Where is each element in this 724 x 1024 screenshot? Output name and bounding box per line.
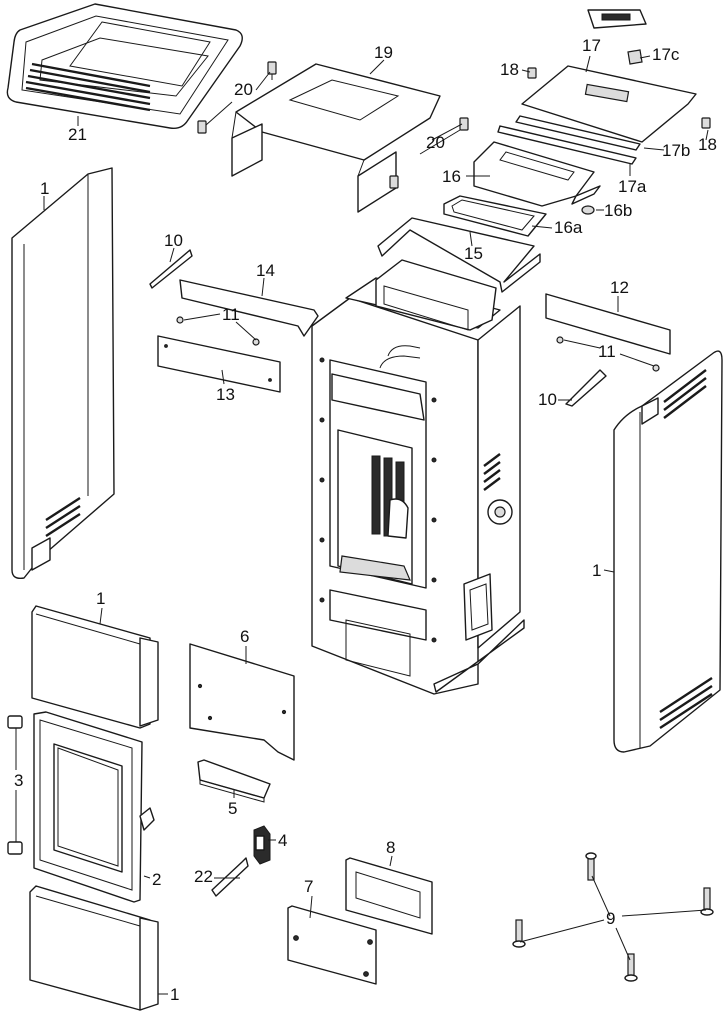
part-22-probe xyxy=(211,857,249,897)
right-panel-vents-bottom xyxy=(659,676,713,730)
callout-11-right: 11 xyxy=(598,342,616,361)
leader-lines xyxy=(43,55,709,995)
callout-17a: 17a xyxy=(618,177,647,196)
callout-17c: 17c xyxy=(652,45,680,64)
top-cover-grille xyxy=(25,62,151,112)
part-16a-gasket xyxy=(443,195,547,237)
part-17c-control-display xyxy=(587,9,647,65)
part-10-right-bracket xyxy=(565,369,607,407)
callout-3: 3 xyxy=(14,771,23,790)
callout-16: 16 xyxy=(442,167,461,186)
callout-20-right: 20 xyxy=(426,133,445,152)
part-10-left-bracket xyxy=(149,249,193,289)
callout-9: 9 xyxy=(606,909,615,928)
part-3-hinges xyxy=(7,715,23,855)
callout-1-front-top: 1 xyxy=(96,589,105,608)
callout-20-left: 20 xyxy=(234,80,253,99)
part-11-left-pins xyxy=(176,316,260,346)
callout-12: 12 xyxy=(610,278,629,297)
callout-1-left-panel: 1 xyxy=(40,179,49,198)
callout-4: 4 xyxy=(278,831,287,850)
part-15-top-bracket xyxy=(377,217,541,293)
callout-17b: 17b xyxy=(662,141,690,160)
part-1-right-side-panel xyxy=(613,350,723,753)
part-21-top-cover xyxy=(6,3,243,130)
callout-22: 22 xyxy=(194,867,213,886)
callout-6: 6 xyxy=(240,627,249,646)
part-1-left-side-panel xyxy=(11,167,115,580)
callout-13: 13 xyxy=(216,385,235,404)
part-11-right-pins xyxy=(556,336,660,372)
callout-labels: 21 20 19 18 17 17c 20 18 17b 16 17a 16b … xyxy=(14,36,717,1004)
part-6-panel xyxy=(189,643,295,761)
callout-7: 7 xyxy=(304,877,313,896)
part-19-top-frame xyxy=(231,63,441,213)
callout-10-left: 10 xyxy=(164,231,183,250)
callout-19: 19 xyxy=(374,43,393,62)
part-1-front-bottom-panel xyxy=(29,885,159,1011)
callout-21: 21 xyxy=(68,125,87,144)
callout-16b: 16b xyxy=(604,201,632,220)
callout-15: 15 xyxy=(464,244,483,263)
part-14-bracket xyxy=(179,279,319,337)
part-8-frame xyxy=(345,857,433,935)
callout-2: 2 xyxy=(152,870,161,889)
left-panel-vents xyxy=(45,496,81,538)
callout-18-right: 18 xyxy=(698,135,717,154)
part-12-bracket xyxy=(545,293,671,355)
callout-10-right: 10 xyxy=(538,390,557,409)
callout-1-right-panel: 1 xyxy=(592,561,601,580)
callout-8: 8 xyxy=(386,838,395,857)
part-17-top-plate xyxy=(497,65,711,165)
right-panel-vents-top xyxy=(663,369,707,419)
part-7-plate xyxy=(287,905,377,985)
callout-17: 17 xyxy=(582,36,601,55)
part-20-screws-right xyxy=(389,117,469,189)
callout-11-left: 11 xyxy=(222,305,240,324)
part-5-bracket xyxy=(197,759,271,803)
part-16-electronics-box xyxy=(473,141,601,207)
callout-14: 14 xyxy=(256,261,275,280)
callout-1-front-bottom: 1 xyxy=(170,985,179,1004)
callout-16a: 16a xyxy=(554,218,583,237)
part-2-door xyxy=(33,711,155,903)
frame-rivets xyxy=(319,357,437,643)
callout-5: 5 xyxy=(228,799,237,818)
part-1-front-top-panel xyxy=(31,605,159,729)
callout-18-left: 18 xyxy=(500,60,519,79)
stove-body xyxy=(311,259,525,695)
part-13-plate xyxy=(157,335,281,393)
part-20-screws-left xyxy=(197,61,277,134)
part-16b-washer xyxy=(581,205,595,215)
part-4-switch xyxy=(253,825,271,865)
part-9-feet xyxy=(512,852,714,982)
side-vents xyxy=(483,453,501,491)
